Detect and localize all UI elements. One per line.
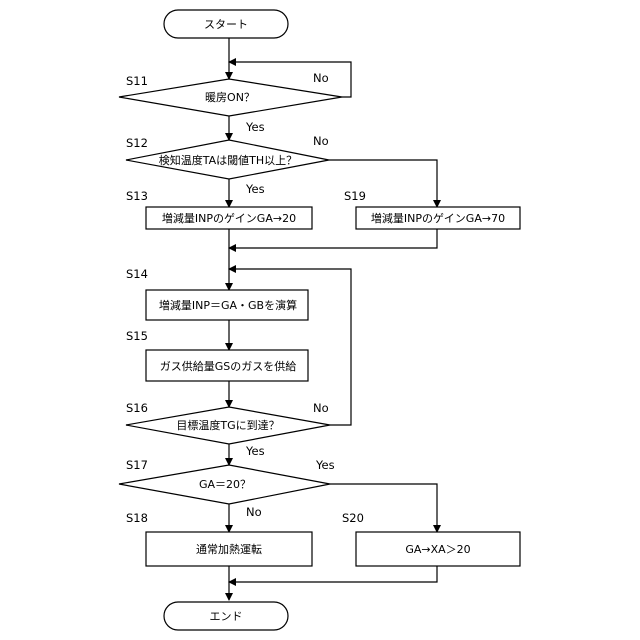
decision-s11-label: 暖房ON？: [205, 91, 255, 104]
step-label-s13: S13: [126, 189, 148, 203]
step-label-s16: S16: [126, 401, 148, 415]
edge-s19-merge: [229, 229, 437, 248]
process-s13: 増減量INPのゲインGA→20: [146, 207, 312, 229]
start-terminal: スタート: [164, 10, 288, 38]
process-s14-label: 増減量INP＝GA・GBを演算: [159, 298, 297, 312]
process-s14: 増減量INP＝GA・GBを演算: [146, 290, 308, 320]
start-label: スタート: [204, 18, 248, 31]
step-label-s18: S18: [126, 511, 148, 525]
step-label-s14: S14: [126, 267, 148, 281]
branch-s16-yes: Yes: [245, 444, 265, 458]
decision-s12-label: 検知温度TAは閾値TH以上？: [159, 153, 297, 167]
process-s18: 通常加熱運転: [146, 532, 312, 566]
step-label-s17: S17: [126, 458, 148, 472]
step-label-s20: S20: [342, 511, 364, 525]
process-s15: ガス供給量GSのガスを供給: [146, 350, 308, 381]
decision-s11: 暖房ON？: [119, 79, 342, 116]
process-s13-label: 増減量INPのゲインGA→20: [162, 211, 296, 225]
decision-s17-label: GA＝20？: [199, 478, 251, 491]
edge-s20-merge: [229, 566, 437, 582]
decision-s12: 検知温度TAは閾値TH以上？: [126, 140, 329, 179]
branch-s12-no: No: [313, 134, 329, 148]
branch-s12-yes: Yes: [245, 182, 265, 196]
end-label: エンド: [210, 610, 243, 623]
step-label-s12: S12: [126, 136, 148, 150]
decision-s16: 目標温度TGに到達？: [126, 407, 330, 444]
process-s20: GA→XA＞20: [356, 532, 520, 566]
end-terminal: エンド: [164, 602, 288, 630]
branch-s11-no: No: [313, 71, 329, 85]
step-label-s15: S15: [126, 329, 148, 343]
decision-s16-label: 目標温度TGに到達？: [176, 418, 279, 432]
process-s15-label: ガス供給量GSのガスを供給: [160, 359, 297, 373]
process-s19: 増減量INPのゲインGA→70: [356, 207, 520, 229]
process-s19-label: 増減量INPのゲインGA→70: [371, 211, 505, 225]
decision-s17: GA＝20？: [119, 465, 330, 504]
process-s20-label: GA→XA＞20: [405, 543, 470, 556]
branch-s16-no: No: [313, 401, 329, 415]
branch-s17-yes: Yes: [315, 458, 335, 472]
step-label-s11: S11: [126, 74, 148, 88]
process-s18-label: 通常加熱運転: [196, 543, 262, 556]
branch-s17-no: No: [246, 505, 262, 519]
step-label-s19: S19: [344, 189, 366, 203]
branch-s11-yes: Yes: [245, 120, 265, 134]
